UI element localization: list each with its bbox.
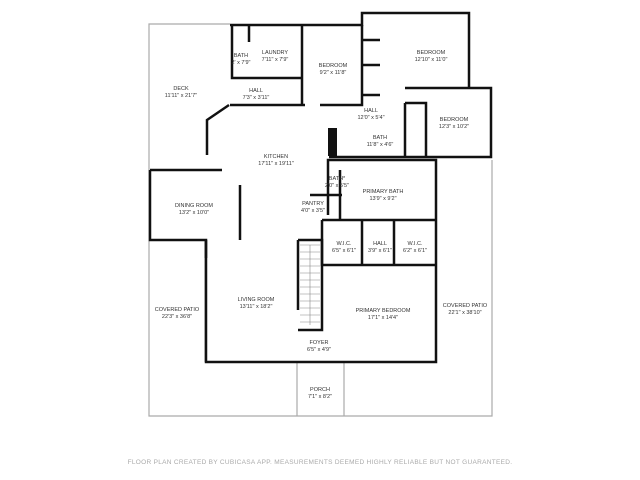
room-label-bath-3: BATH*2'0" x 5'5" [324,176,350,189]
footer-disclaimer: FLOOR PLAN CREATED BY CUBICASA APP. MEAS… [127,459,513,466]
chimney-block [328,128,337,156]
stairs [300,244,320,325]
room-label-wic-1: W.I.C.6'5" x 6'1" [331,241,357,254]
walls [148,11,493,364]
room-label-wic-2: W.I.C.6'2" x 6'1" [402,241,428,254]
outdoor-outline [148,23,493,417]
